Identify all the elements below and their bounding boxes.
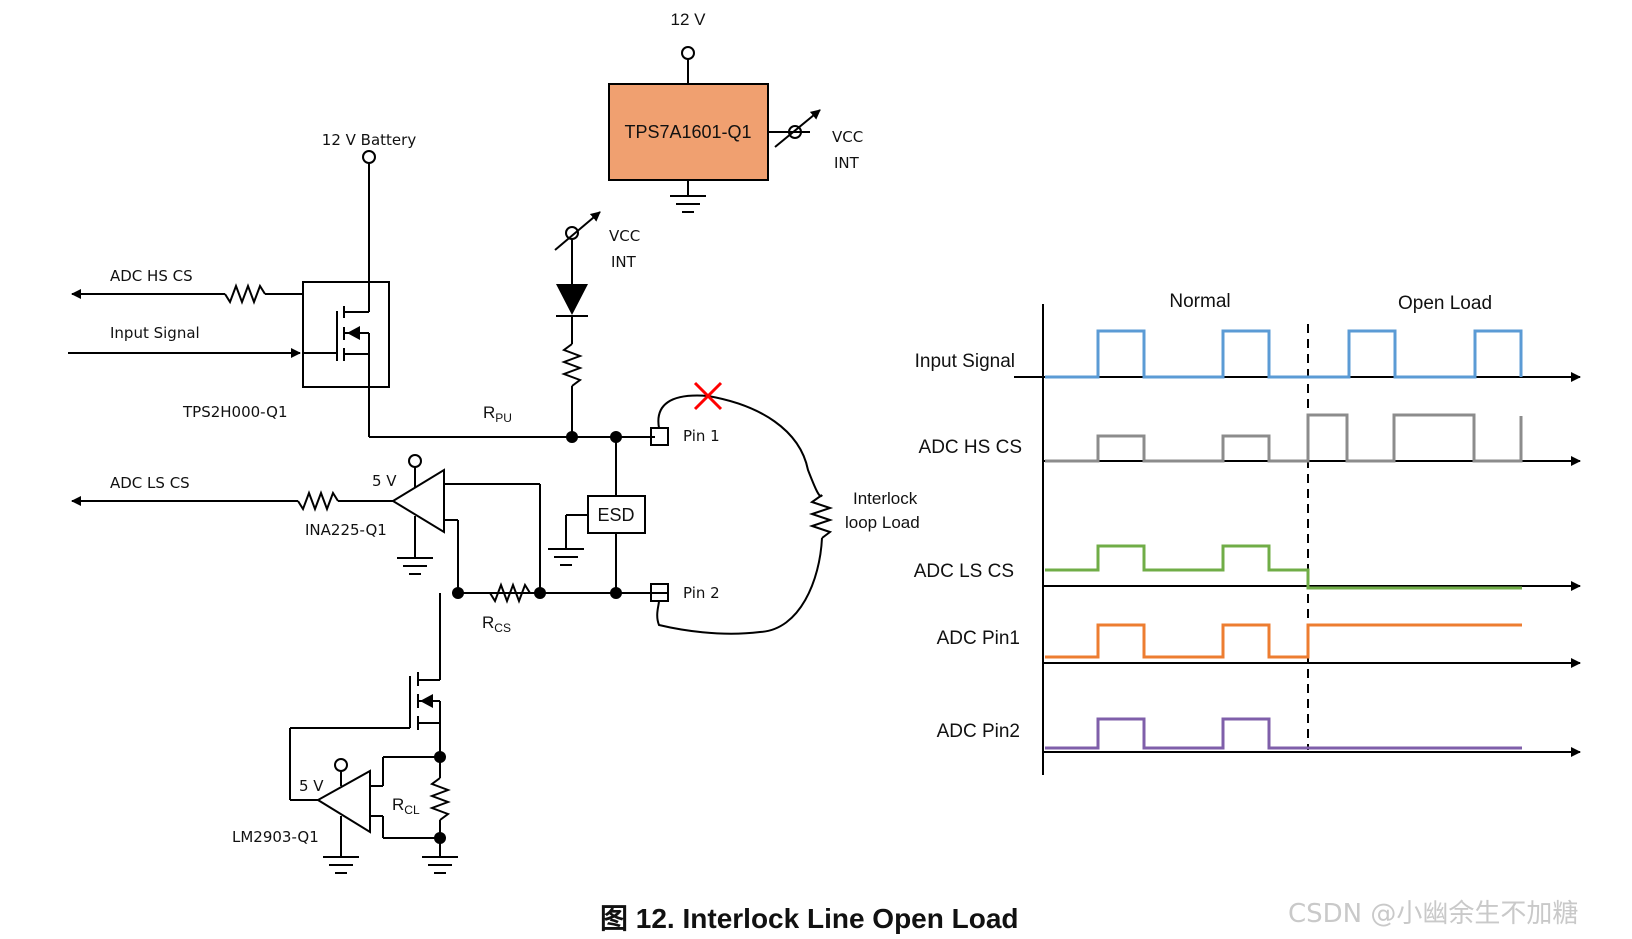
rcs-label: RCS: [482, 613, 511, 635]
hs-switch-name: TPS2H000-Q1: [182, 403, 288, 421]
rcl-label: RCL: [392, 795, 420, 817]
adc-ls-cs-label: ADC LS CS: [110, 474, 190, 492]
interlock-wire-top: [657, 394, 823, 498]
vcc-int-top-label-2: INT: [834, 154, 860, 172]
hs-cs-resistor: [224, 283, 266, 305]
supply-5v-b-label: 5 V: [299, 777, 324, 795]
timing-diagram: Normal Open Load Input Signal ADC HS CS …: [914, 291, 1581, 775]
diode-icon: [556, 284, 588, 315]
wave-label-adc-pin2: ADC Pin2: [937, 721, 1020, 742]
pullup-branch: VCC INT: [554, 211, 640, 443]
vcc-int-mid-label-2: INT: [611, 253, 637, 271]
vcc-int-top-label-1: VCC: [832, 128, 863, 146]
wave-label-input-signal: Input Signal: [915, 351, 1015, 372]
vcc-int-top-terminal: [788, 125, 802, 139]
wave-label-adc-hs-cs: ADC HS CS: [919, 437, 1022, 458]
vcc-int-mid-label-1: VCC: [609, 227, 640, 245]
supply-5v-a-label: 5 V: [372, 472, 397, 490]
schematic: 12 V TPS7A1601-Q1 VCC INT 12 V Battery: [68, 10, 920, 874]
ls-cs-resistor: [297, 490, 339, 512]
comparator-amplifier: [316, 769, 371, 834]
interlock-wire-bottom: [656, 537, 823, 635]
interlock-label-2: loop Load: [845, 513, 920, 532]
battery-terminal: [362, 150, 376, 164]
adc-hs-cs-label: ADC HS CS: [110, 267, 193, 285]
wave-label-adc-ls-cs: ADC LS CS: [914, 561, 1014, 582]
wave-adc-hs-cs: [1045, 413, 1523, 463]
supply-12v-label: 12 V: [671, 10, 707, 29]
input-signal-label: Input Signal: [110, 324, 200, 342]
battery-label: 12 V Battery: [322, 131, 417, 149]
ina-name: INA225-Q1: [305, 521, 387, 539]
rpu-label: RPU: [483, 403, 512, 425]
interlock-label-1: Interlock: [853, 489, 918, 508]
comparator-name: LM2903-Q1: [232, 828, 319, 846]
high-side-switch: 12 V Battery ADC HS CS Input Signal: [68, 131, 655, 438]
rpu-resistor: [561, 343, 583, 387]
ina-amplifier: [391, 468, 445, 534]
ldo-block: 12 V TPS7A1601-Q1 VCC INT: [608, 10, 863, 213]
esd-label: ESD: [597, 505, 634, 525]
watermark: CSDN @小幽余生不加糖: [1288, 899, 1578, 929]
rcs-resistor: [489, 582, 531, 604]
wave-label-adc-pin1: ADC Pin1: [937, 628, 1020, 649]
pin2-label: Pin 2: [683, 584, 720, 602]
interlock-load-resistor: [808, 494, 834, 539]
hs-switch-box: [302, 281, 390, 388]
wave-adc-ls-cs: [1045, 544, 1522, 590]
open-load-label: Open Load: [1398, 293, 1492, 314]
wave-input-signal: [1045, 329, 1523, 379]
connector-loop: ESD Pin 1 Pin 2 Interlock loop Load: [548, 381, 920, 635]
pin1-box: [650, 427, 669, 446]
normal-label: Normal: [1169, 291, 1230, 312]
supply-12v-terminal: [681, 46, 695, 60]
ldo-name: TPS7A1601-Q1: [624, 122, 751, 142]
figure-caption: 图 12. Interlock Line Open Load: [600, 903, 1019, 934]
pin1-label: Pin 1: [683, 427, 720, 445]
wave-adc-pin1: [1045, 623, 1522, 659]
wave-adc-pin2: [1045, 717, 1522, 750]
vcc-int-top-arrow-icon: [774, 109, 821, 148]
low-side-sense: RCS 5 V ADC LS CS INA225-Q1: [71, 454, 668, 874]
vcc-int-mid-arrow-icon: [554, 211, 601, 251]
rcl-resistor: [429, 777, 451, 821]
